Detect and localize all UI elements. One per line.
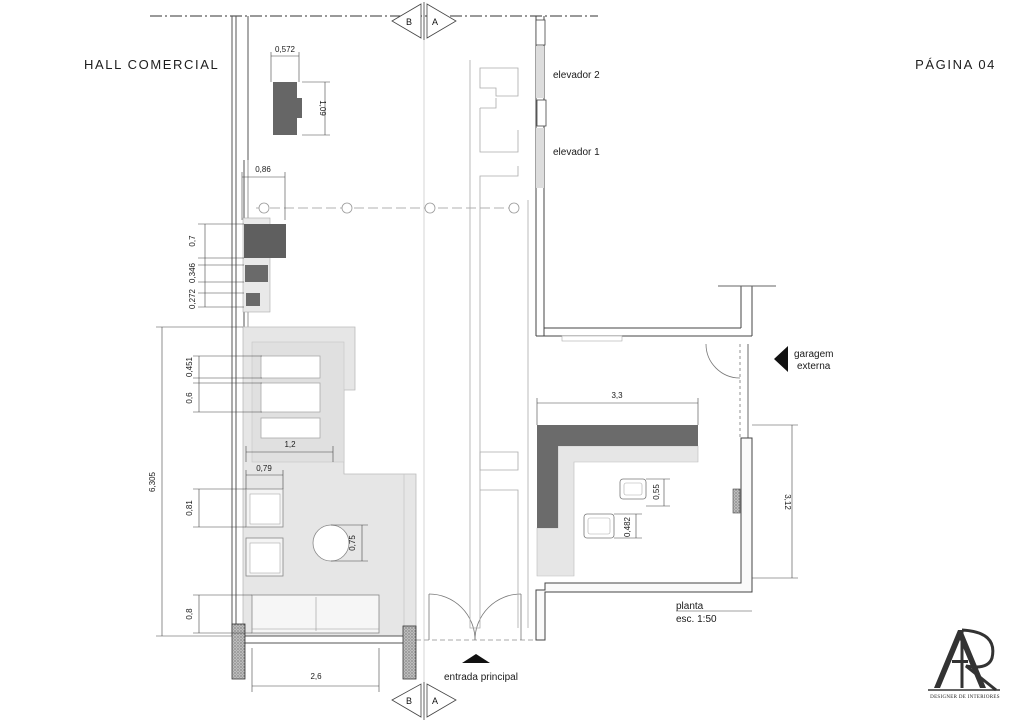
section-bottom-left-label: B: [406, 696, 412, 706]
reception-light-floor: [536, 445, 699, 577]
label-main-entrance: entrada principal: [444, 672, 518, 683]
dim-12: 1,2: [284, 440, 296, 449]
corridor-outline: [469, 60, 529, 629]
appliance-1: [245, 265, 268, 282]
dim-0272: 0,272: [188, 288, 197, 309]
dim-0346: 0,346: [188, 262, 197, 283]
shelf-2: [260, 382, 321, 413]
label-garage-1: garagem: [794, 349, 833, 360]
dim-075: 0,75: [348, 535, 357, 551]
dim-06: 0,6: [185, 392, 194, 404]
dim-33: 3,3: [611, 391, 623, 400]
garage-door: [705, 343, 749, 438]
section-marker-bottom: [391, 682, 457, 720]
label-garage-2: externa: [797, 361, 831, 372]
dim-0482: 0,482: [623, 516, 632, 537]
round-table: [312, 524, 350, 562]
sofa: [251, 594, 380, 634]
label-elevator-1: elevador 1: [553, 147, 600, 158]
section-top-right-label: A: [432, 17, 438, 27]
dim-079: 0,79: [256, 464, 272, 473]
elevator-wall: [535, 16, 776, 337]
dim-26: 2,6: [310, 672, 322, 681]
label-plan-scale: esc. 1:50: [676, 614, 717, 625]
pillar-center: [402, 625, 417, 680]
elevator-2-door: [535, 19, 546, 46]
reception-room-wall: [535, 437, 753, 641]
shelf-1: [260, 355, 321, 379]
bottom-wall: [236, 635, 545, 644]
dim-109: 1,09: [318, 100, 327, 116]
appliance-2: [246, 293, 260, 306]
reception-counter: [537, 425, 698, 528]
label-elevator-2: elevador 2: [553, 70, 600, 81]
cabinet-block: [244, 224, 286, 258]
dim-086: 0,86: [255, 165, 271, 174]
page-number: PÁGINA 04: [915, 57, 996, 72]
grid-axis: [256, 202, 520, 214]
entrance-arrow-icon: [462, 654, 490, 663]
dim-312: 3,12: [783, 494, 792, 510]
dim-07: 0,7: [188, 235, 197, 247]
dimension-lines: [156, 52, 798, 692]
section-bottom-right-label: A: [432, 696, 438, 706]
counter-unit-top: [273, 82, 297, 135]
page-title: HALL COMERCIAL: [84, 57, 220, 72]
garage-arrow-icon: [774, 346, 788, 372]
elevator-shaft-wall: [536, 46, 544, 98]
elevator-1-door: [536, 99, 547, 127]
desk-chair-1: [619, 478, 647, 500]
section-top-left-label: B: [406, 17, 412, 27]
desk-chair-2: [583, 513, 615, 539]
pillar-left: [231, 623, 246, 680]
dim-6305: 6,305: [148, 471, 157, 492]
logo-subtitle: DESIGNER DE INTERIORES: [930, 695, 1000, 700]
armchair-1: [245, 488, 284, 528]
designer-logo: [928, 628, 1000, 692]
dim-08: 0,8: [185, 608, 194, 620]
armchair-2: [245, 537, 284, 577]
label-plan-title: planta: [676, 601, 704, 612]
dim-055: 0,55: [652, 484, 661, 500]
section-marker-top: [391, 2, 457, 40]
dim-081: 0,81: [185, 500, 194, 516]
entrance-doors: [428, 593, 522, 641]
dim-0451: 0,451: [185, 356, 194, 377]
shelf-3: [260, 417, 321, 439]
wall-panel: [732, 488, 741, 514]
dim-0572: 0,572: [275, 45, 296, 54]
